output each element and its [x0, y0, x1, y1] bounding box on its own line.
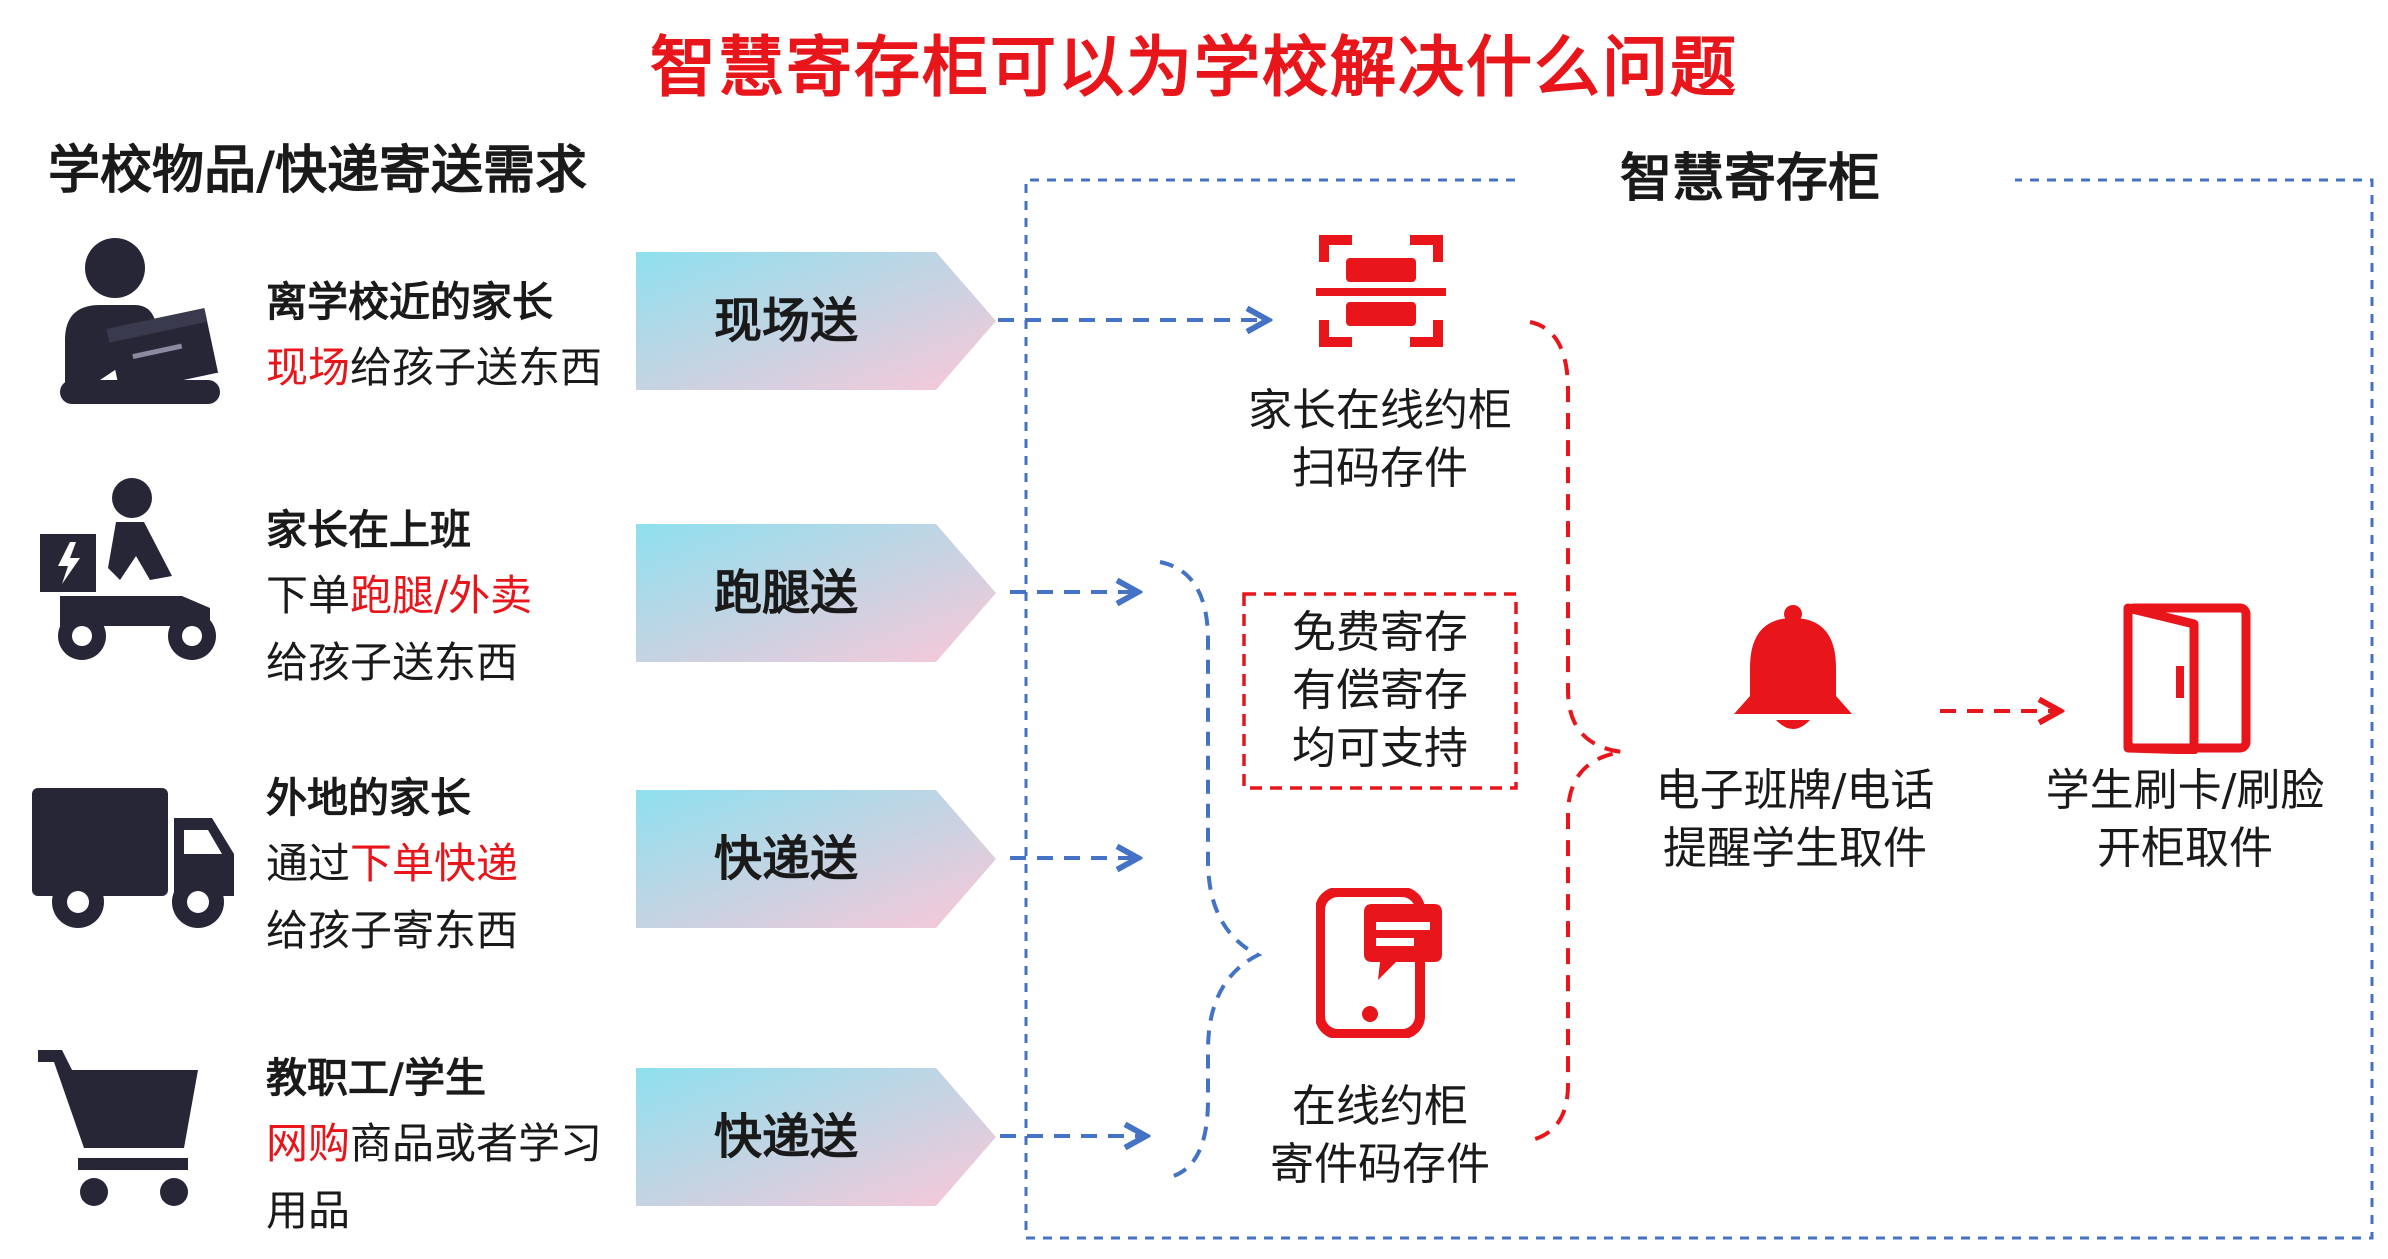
requirements-heading: 学校物品/快递寄送需求 [48, 141, 587, 201]
blue-brace [1159, 560, 1263, 1180]
shopping-cart-icon [32, 1040, 202, 1210]
phone-node-text: 在线约柜 寄件码存件 [1270, 1081, 1490, 1190]
method-express: 快递送 [636, 790, 996, 928]
row-1-title: 离学校近的家长 [266, 278, 553, 326]
bell-icon [1728, 604, 1858, 738]
method-onsite: 现场送 [636, 252, 996, 390]
scan-qr-icon [1316, 232, 1446, 350]
delivery-truck-icon [28, 784, 238, 934]
person-with-package-icon [40, 230, 220, 410]
pickup-node-text: 学生刷卡/刷脸 开柜取件 [2045, 765, 2325, 874]
notify-node-text: 电子班牌/电话 提醒学生取件 [1655, 765, 1935, 874]
row-4-highlight: 网购 [266, 1119, 351, 1168]
row-2-description: 家长在上班 下单跑腿/外卖 给孩子送东西 [266, 496, 532, 690]
page-title: 智慧寄存柜可以为学校解决什么问题 [650, 29, 1738, 106]
method-express-online: 快递送 [636, 1068, 996, 1206]
open-door-icon [2122, 602, 2252, 755]
delivery-scooter-rider-icon [32, 476, 232, 666]
row-3-highlight: 下单快递 [350, 839, 519, 888]
row-3-description: 外地的家长 通过下单快递 给孩子寄东西 [266, 764, 518, 958]
row-3-title: 外地的家长 [266, 774, 471, 822]
row-2-highlight: 跑腿/外卖 [350, 571, 533, 620]
row-1-description: 离学校近的家长 现场给孩子送东西 [266, 268, 602, 395]
method-errand: 跑腿送 [636, 524, 996, 662]
storage-options-text: 免费寄存 有偿寄存 均可支持 [1292, 607, 1468, 774]
phone-message-icon [1315, 887, 1446, 1039]
cabinet-heading: 智慧寄存柜 [1620, 149, 1881, 209]
row-4-title: 教职工/学生 [266, 1054, 486, 1102]
row-1-highlight: 现场 [266, 343, 351, 392]
row-4-description: 教职工/学生 网购商品或者学习 用品 [266, 1044, 602, 1238]
row-2-title: 家长在上班 [266, 506, 471, 554]
storage-options-box-border [1242, 592, 1518, 790]
scan-node-text: 家长在线约柜 扫码存件 [1248, 385, 1512, 494]
red-brace [1529, 320, 1623, 1142]
